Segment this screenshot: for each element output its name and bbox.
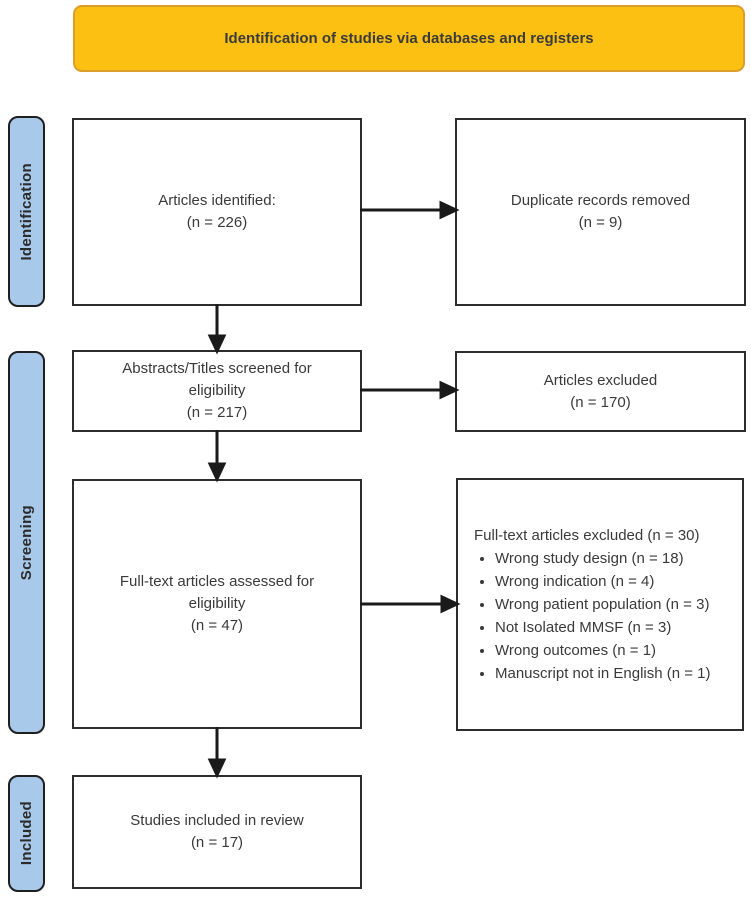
box-fulltext-assessed-text: Full-text articles assessed for eligibil… — [119, 573, 315, 634]
fulltext-excluded-title: Full-text articles excluded (n = 30) — [474, 527, 700, 544]
exclusion-reason-item: Wrong indication (n = 4) — [495, 570, 711, 593]
exclusion-reason-item: Wrong outcomes (n = 1) — [495, 639, 711, 662]
box-fulltext-excluded: Full-text articles excluded (n = 30) Wro… — [456, 478, 744, 731]
arrowhead-screened-to-fulltext — [207, 462, 227, 483]
stage-tab-screening: Screening — [8, 351, 45, 734]
arrowhead-screened-to-excluded — [439, 380, 460, 400]
box-abstracts-titles-screened-text: Abstracts/Titles screened for eligibilit… — [122, 360, 312, 421]
arrowhead-fulltext-to-ftexcluded — [440, 594, 461, 614]
banner-identification-of-studies: Identification of studies via databases … — [73, 5, 745, 72]
fulltext-excluded-list: Wrong study design (n = 18) Wrong indica… — [474, 547, 711, 685]
stage-tab-included: Included — [8, 775, 45, 892]
exclusion-reason-item: Wrong patient population (n = 3) — [495, 593, 711, 616]
banner-label: Identification of studies via databases … — [224, 30, 594, 47]
box-articles-identified-text: Articles identified: (n = 226) — [158, 192, 276, 231]
box-articles-excluded: Articles excluded (n = 170) — [455, 351, 746, 432]
exclusion-reason-item: Manuscript not in English (n = 1) — [495, 662, 711, 685]
box-studies-included: Studies included in review (n = 17) — [72, 775, 362, 889]
exclusion-reason-item: Not Isolated MMSF (n = 3) — [495, 616, 711, 639]
box-studies-included-text: Studies included in review (n = 17) — [130, 812, 304, 851]
arrowhead-fulltext-to-included — [207, 758, 227, 779]
exclusion-reason-item: Wrong study design (n = 18) — [495, 547, 711, 570]
box-articles-excluded-text: Articles excluded (n = 170) — [543, 371, 658, 411]
box-fulltext-excluded-content: Full-text articles excluded (n = 30) Wro… — [458, 524, 717, 685]
stage-tab-identification: Identification — [8, 116, 45, 307]
arrowhead-identified-to-duplicates — [439, 200, 460, 220]
arrowhead-identified-to-screened — [207, 334, 227, 355]
box-fulltext-assessed: Full-text articles assessed for eligibil… — [72, 479, 362, 729]
box-duplicate-records-removed: Duplicate records removed (n = 9) — [455, 118, 746, 306]
box-duplicate-records-removed-text: Duplicate records removed (n = 9) — [510, 192, 691, 231]
